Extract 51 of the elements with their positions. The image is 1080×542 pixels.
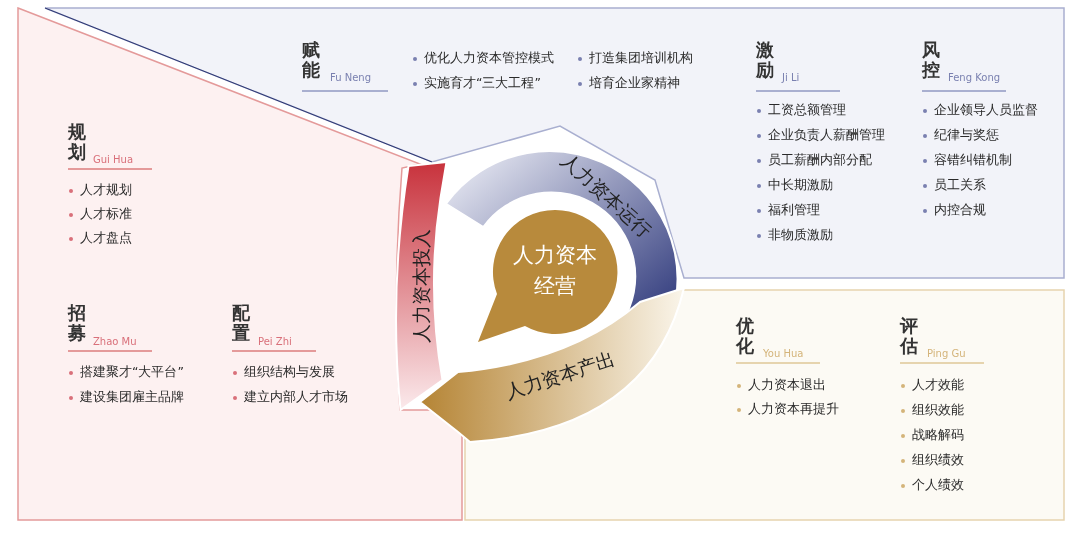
pinyin-label: Ji Li xyxy=(782,72,800,83)
bullet-item: 优化人力资本管控模式 xyxy=(424,50,554,67)
bullet-item: 组织结构与发展 xyxy=(244,364,335,381)
section-heading: 评估 xyxy=(900,316,918,356)
pinyin-label: Fu Neng xyxy=(330,72,372,83)
section-heading: 激励 xyxy=(756,40,774,80)
bullet-item: 组织效能 xyxy=(912,402,964,419)
bullet-item: 人力资本退出 xyxy=(748,377,826,394)
bullet-item: 企业负责人薪酬管理 xyxy=(768,127,885,144)
section-panel xyxy=(18,8,462,520)
bullet-item: 人才效能 xyxy=(912,377,964,394)
bullet-item: 人才标准 xyxy=(80,206,132,223)
bullet-item: 建立内部人才市场 xyxy=(244,389,348,406)
bullet-item: 实施育才“三大工程” xyxy=(424,75,541,92)
bullet-item: 纪律与奖惩 xyxy=(934,127,999,144)
bullet-item: 内控合规 xyxy=(934,202,986,219)
bullet-item: 员工关系 xyxy=(934,177,986,194)
bullet-item: 培育企业家精神 xyxy=(589,75,680,92)
pinyin-label: Ping Gu xyxy=(927,348,966,359)
band-label: 人力资本投入 xyxy=(409,229,433,343)
section-heading: 规划 xyxy=(68,122,86,162)
bullet-item: 非物质激励 xyxy=(768,227,833,244)
section-heading: 风控 xyxy=(922,40,940,80)
bullet-item: 工资总额管理 xyxy=(768,102,846,119)
bullet-item: 建设集团雇主品牌 xyxy=(80,389,184,406)
pinyin-label: Pei Zhi xyxy=(258,336,292,347)
bullet-item: 战略解码 xyxy=(912,427,964,444)
bullet-item: 组织绩效 xyxy=(912,452,964,469)
bullet-item: 福利管理 xyxy=(768,202,820,219)
pinyin-label: Gui Hua xyxy=(93,154,134,165)
bullet-item: 企业领导人员监督 xyxy=(934,102,1038,119)
bullet-item: 中长期激励 xyxy=(768,177,833,194)
cycle-arrow-band xyxy=(395,162,446,410)
pinyin-label: Zhao Mu xyxy=(93,336,137,347)
band-label: 人力资本运行 xyxy=(555,148,658,244)
bullet-item: 打造集团培训机构 xyxy=(589,50,693,67)
bullet-item: 个人绩效 xyxy=(912,477,964,494)
pinyin-label: You Hua xyxy=(763,348,804,359)
bullet-item: 人才盘点 xyxy=(80,230,132,247)
band-label: 人力资本产出 xyxy=(501,346,619,406)
pinyin-label: Feng Kong xyxy=(948,72,1001,83)
core-label: 人力资本经营 xyxy=(512,242,599,301)
bullet-item: 容错纠错机制 xyxy=(934,152,1012,169)
section-heading: 配置 xyxy=(232,303,250,343)
bullet-item: 人才规划 xyxy=(80,182,132,199)
section-heading: 招募 xyxy=(68,303,86,343)
bullet-item: 搭建聚才“大平台” xyxy=(80,364,184,381)
bullet-item: 员工薪酬内部分配 xyxy=(768,152,872,169)
section-heading: 优化 xyxy=(736,316,754,356)
bullet-item: 人力资本再提升 xyxy=(748,401,839,418)
section-heading: 赋能 xyxy=(302,40,320,80)
